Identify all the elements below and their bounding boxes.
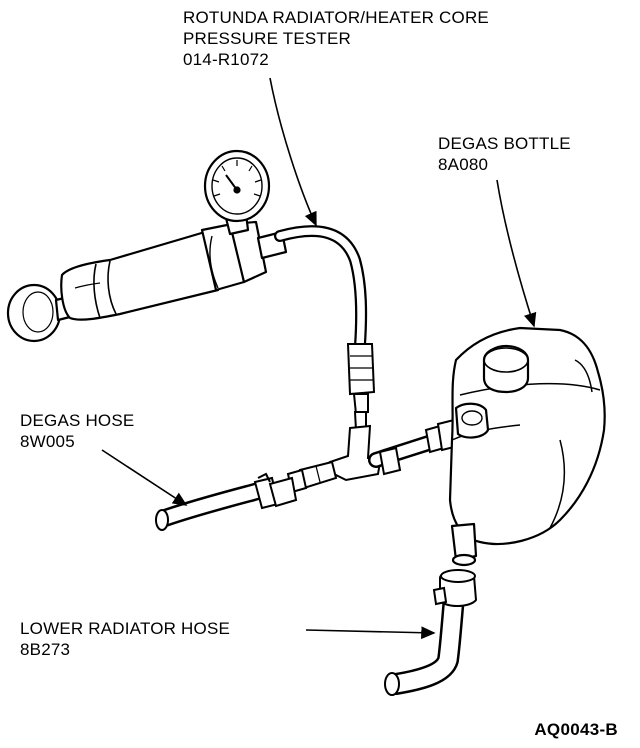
tester-label-line2: PRESSURE TESTER xyxy=(183,29,352,48)
lower-radiator-hose-label-name: LOWER RADIATOR HOSE xyxy=(20,619,231,638)
tee-fitting xyxy=(286,424,382,494)
tester-label: ROTUNDA RADIATOR/HEATER CORE PRESSURE TE… xyxy=(183,7,489,70)
pressure-tester xyxy=(6,149,288,343)
tester-label-line1: ROTUNDA RADIATOR/HEATER CORE xyxy=(183,8,489,27)
lower-hose-leader-arrow xyxy=(305,626,436,640)
degas-hose xyxy=(156,481,271,527)
degas-hose-label: DEGAS HOSE 8W005 xyxy=(20,410,134,452)
degas-bottle-label: DEGAS BOTTLE 8A080 xyxy=(438,133,571,175)
gauge-ticks xyxy=(212,160,262,197)
leader-arrows xyxy=(101,77,537,640)
degas-hose-end xyxy=(155,472,298,531)
tester-label-part-number: 014-R1072 xyxy=(183,50,269,69)
tester-handle-knob xyxy=(6,283,62,343)
degas-hose-label-part-number: 8W005 xyxy=(20,432,75,451)
degas-bottle-label-part-number: 8A080 xyxy=(438,155,489,174)
lower-radiator-hose xyxy=(385,585,465,695)
degas-hose-leader-arrow xyxy=(101,449,188,506)
degas-bottle xyxy=(448,326,606,567)
tester-hose xyxy=(274,225,368,351)
degas-bottle-label-name: DEGAS BOTTLE xyxy=(438,134,571,153)
tester-pump-cylinder xyxy=(60,230,220,321)
lower-radiator-hose-label: LOWER RADIATOR HOSE 8B273 xyxy=(20,618,230,660)
degas-hose-label-name: DEGAS HOSE xyxy=(20,411,135,430)
lower-radiator-hose-label-part-number: 8B273 xyxy=(20,640,71,659)
tester-hose-coupling xyxy=(346,343,376,432)
degas-bottle-cap xyxy=(482,344,530,394)
tester-leader-arrow xyxy=(269,77,317,227)
degas-bottle-leader-arrow xyxy=(496,179,537,328)
figure-code: AQ0043-B xyxy=(534,720,618,739)
lower-hose-fittings xyxy=(384,569,478,696)
